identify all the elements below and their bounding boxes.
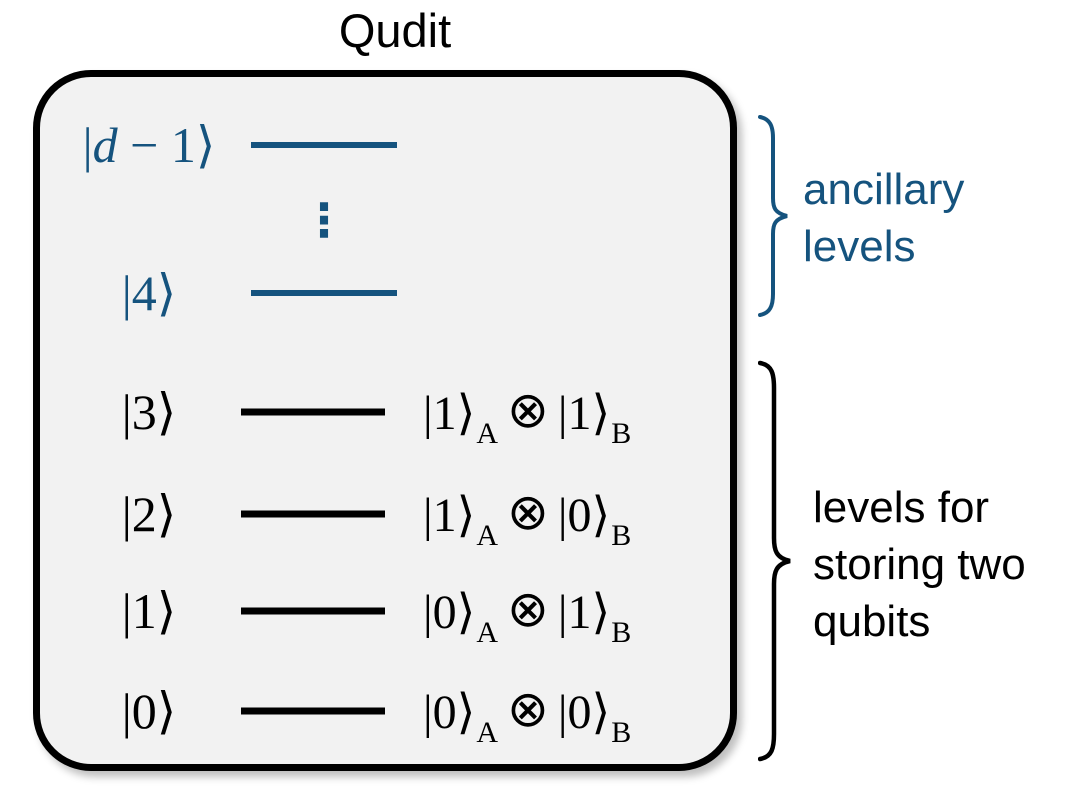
ket-label-2: |2⟩: [121, 486, 177, 542]
level-row-0: |0⟩ |0⟩A⊗|0⟩B: [40, 669, 730, 753]
ket-rest: − 1⟩: [117, 117, 216, 173]
qubit-b-subscript: B: [611, 616, 632, 649]
qubit-a-subscript: A: [476, 519, 499, 552]
qubit-a-subscript: A: [476, 417, 499, 450]
ket-label-0: |0⟩: [121, 683, 177, 739]
vertical-ellipsis: ⋮: [301, 193, 347, 247]
ancillary-levels-label: ancillary levels: [803, 165, 965, 271]
tensor-product-icon: ⊗: [507, 483, 549, 541]
qubit-a-subscript: A: [476, 716, 499, 749]
qudit-box: |d − 1⟩ ⋮ |4⟩ |3⟩ |1⟩A⊗|1⟩B |2⟩ |1⟩A⊗|0⟩…: [33, 70, 737, 771]
qubit-a-ket: |1⟩: [423, 489, 476, 542]
qubit-b-subscript: B: [611, 716, 632, 749]
qubit-b-subscript: B: [611, 417, 632, 450]
tensor-product-icon: ⊗: [507, 580, 549, 638]
qubit-b-ket: |1⟩: [557, 586, 611, 639]
level-row-3: |3⟩ |1⟩A⊗|1⟩B: [40, 370, 730, 454]
energy-level-line: [251, 290, 397, 296]
ket-label-4: |4⟩: [121, 265, 177, 321]
level-row-dots: ⋮: [40, 178, 730, 262]
ket-variable: d: [92, 117, 118, 173]
ket-label-1: |1⟩: [121, 583, 177, 639]
ket-label-3: |3⟩: [121, 384, 177, 440]
qubit-b-subscript: B: [611, 519, 632, 552]
level-row-d-minus-1: |d − 1⟩: [40, 103, 730, 187]
qubit-a-subscript: A: [476, 616, 499, 649]
qubit-b-ket: |0⟩: [557, 686, 611, 739]
storage-brace-icon: [758, 360, 791, 762]
qubit-b-ket: |1⟩: [557, 387, 611, 440]
energy-level-line: [251, 142, 397, 148]
energy-level-line: [241, 408, 385, 416]
qubit-b-ket: |0⟩: [557, 489, 611, 542]
energy-level-line: [241, 510, 385, 518]
tensor-product-label: |0⟩A⊗|1⟩B: [423, 580, 631, 649]
qubit-a-ket: |0⟩: [423, 586, 476, 639]
energy-level-line: [241, 607, 385, 615]
tensor-product-label: |1⟩A⊗|1⟩B: [423, 381, 631, 450]
tensor-product-icon: ⊗: [507, 381, 549, 439]
energy-level-line: [241, 707, 385, 715]
storage-levels-label: levels for storing two qubits: [813, 483, 1026, 646]
ket-label-d-minus-1: |d − 1⟩: [56, 116, 242, 174]
tensor-product-label: |1⟩A⊗|0⟩B: [423, 483, 631, 552]
level-row-2: |2⟩ |1⟩A⊗|0⟩B: [40, 472, 730, 556]
tensor-product-icon: ⊗: [507, 680, 549, 738]
tensor-product-label: |0⟩A⊗|0⟩B: [423, 680, 631, 749]
qubit-a-ket: |1⟩: [423, 387, 476, 440]
level-row-4: |4⟩: [40, 251, 730, 335]
qubit-a-ket: |0⟩: [423, 686, 476, 739]
ket-bar: |: [82, 117, 93, 173]
diagram-title: Qudit: [338, 4, 452, 57]
level-row-1: |1⟩ |0⟩A⊗|1⟩B: [40, 569, 730, 653]
ancillary-brace-icon: [758, 115, 788, 317]
